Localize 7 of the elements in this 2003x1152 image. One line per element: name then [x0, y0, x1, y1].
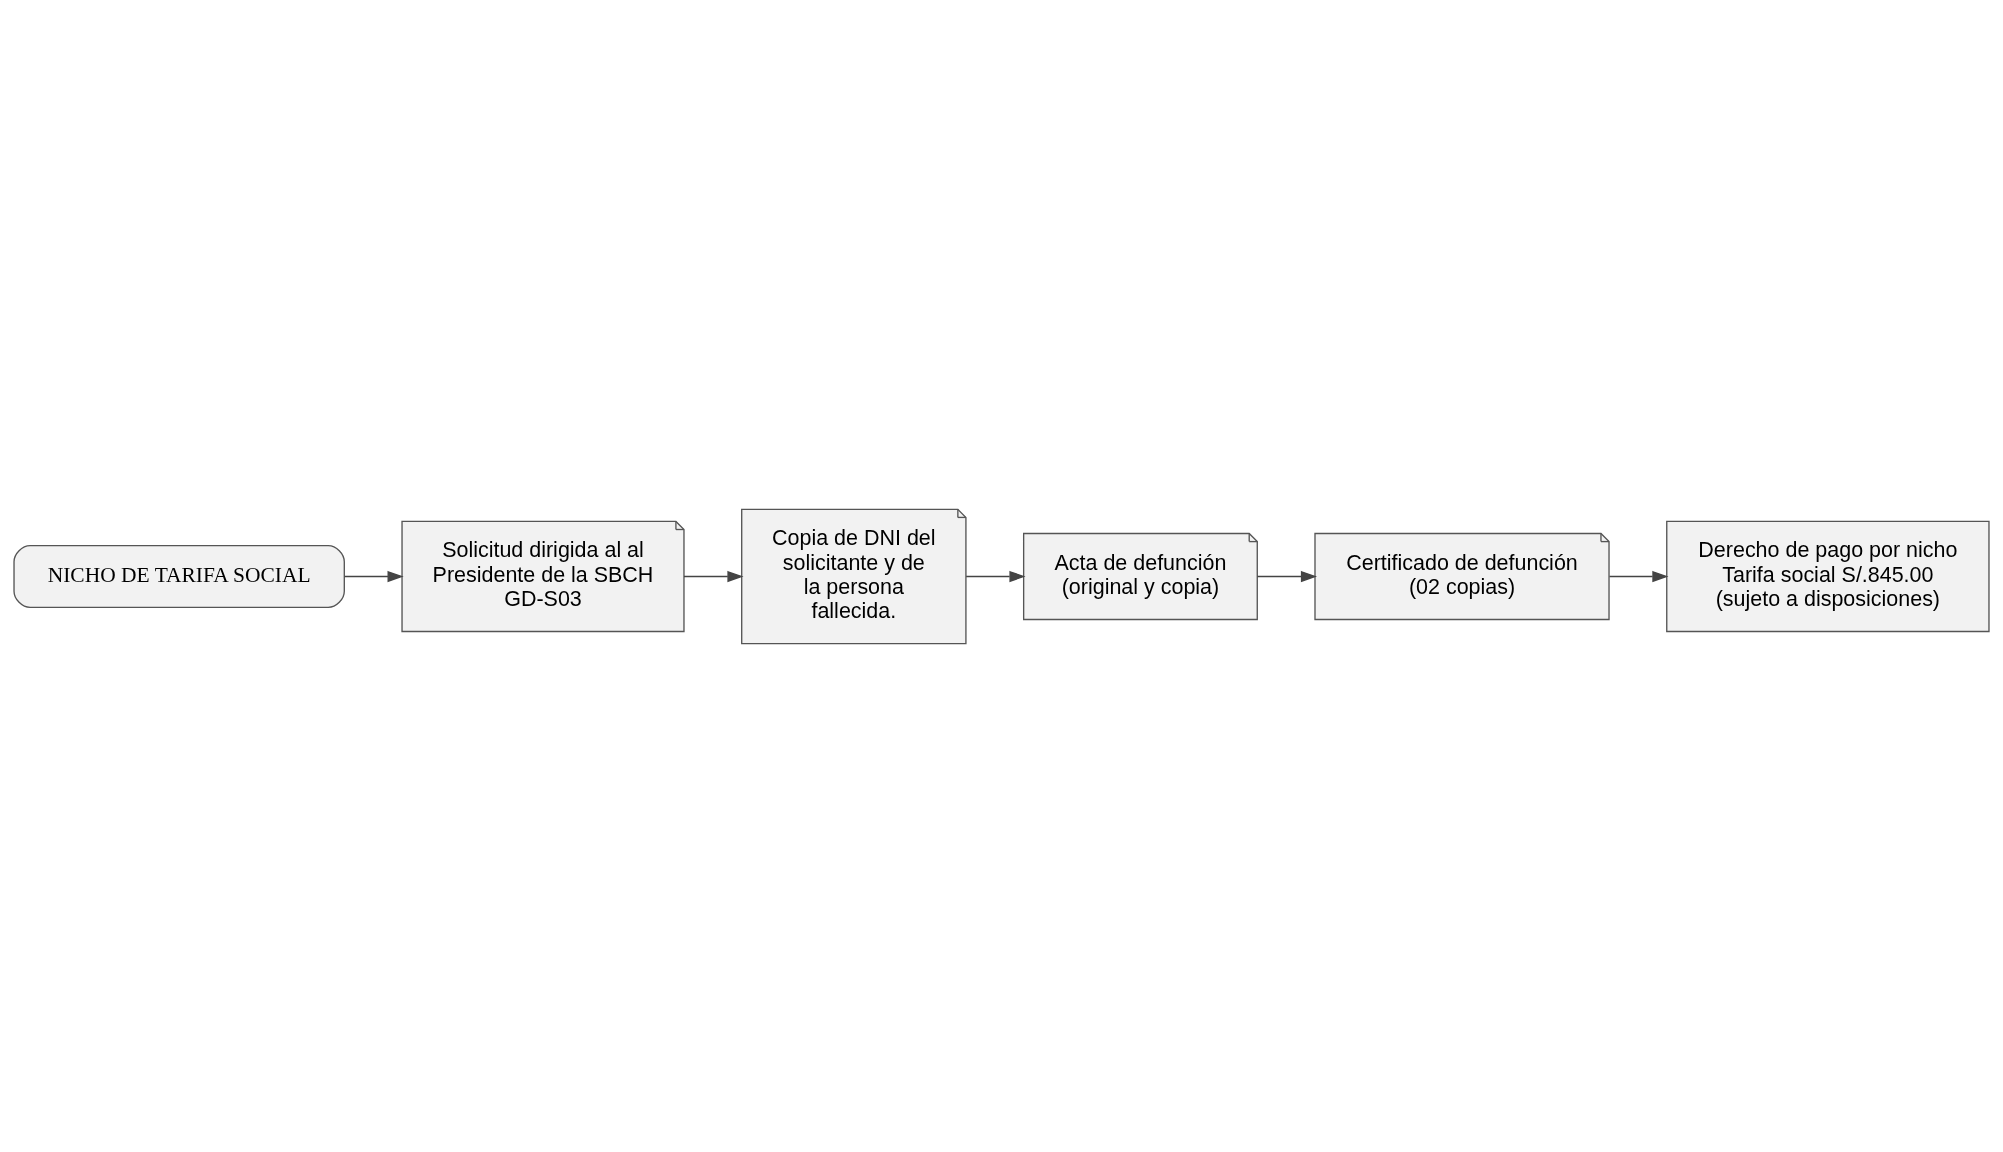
arrow [1608, 570, 1669, 582]
arrow [344, 570, 404, 582]
arrow [1256, 570, 1318, 582]
arrow [683, 570, 744, 582]
node-box: NICHO DE TARIFA SOCIAL [13, 544, 345, 608]
node-box: Derecho de pago por nicho Tarifa social S/.845.00 (sujeto a disposiciones) [1666, 520, 1990, 632]
arrow [965, 570, 1026, 582]
